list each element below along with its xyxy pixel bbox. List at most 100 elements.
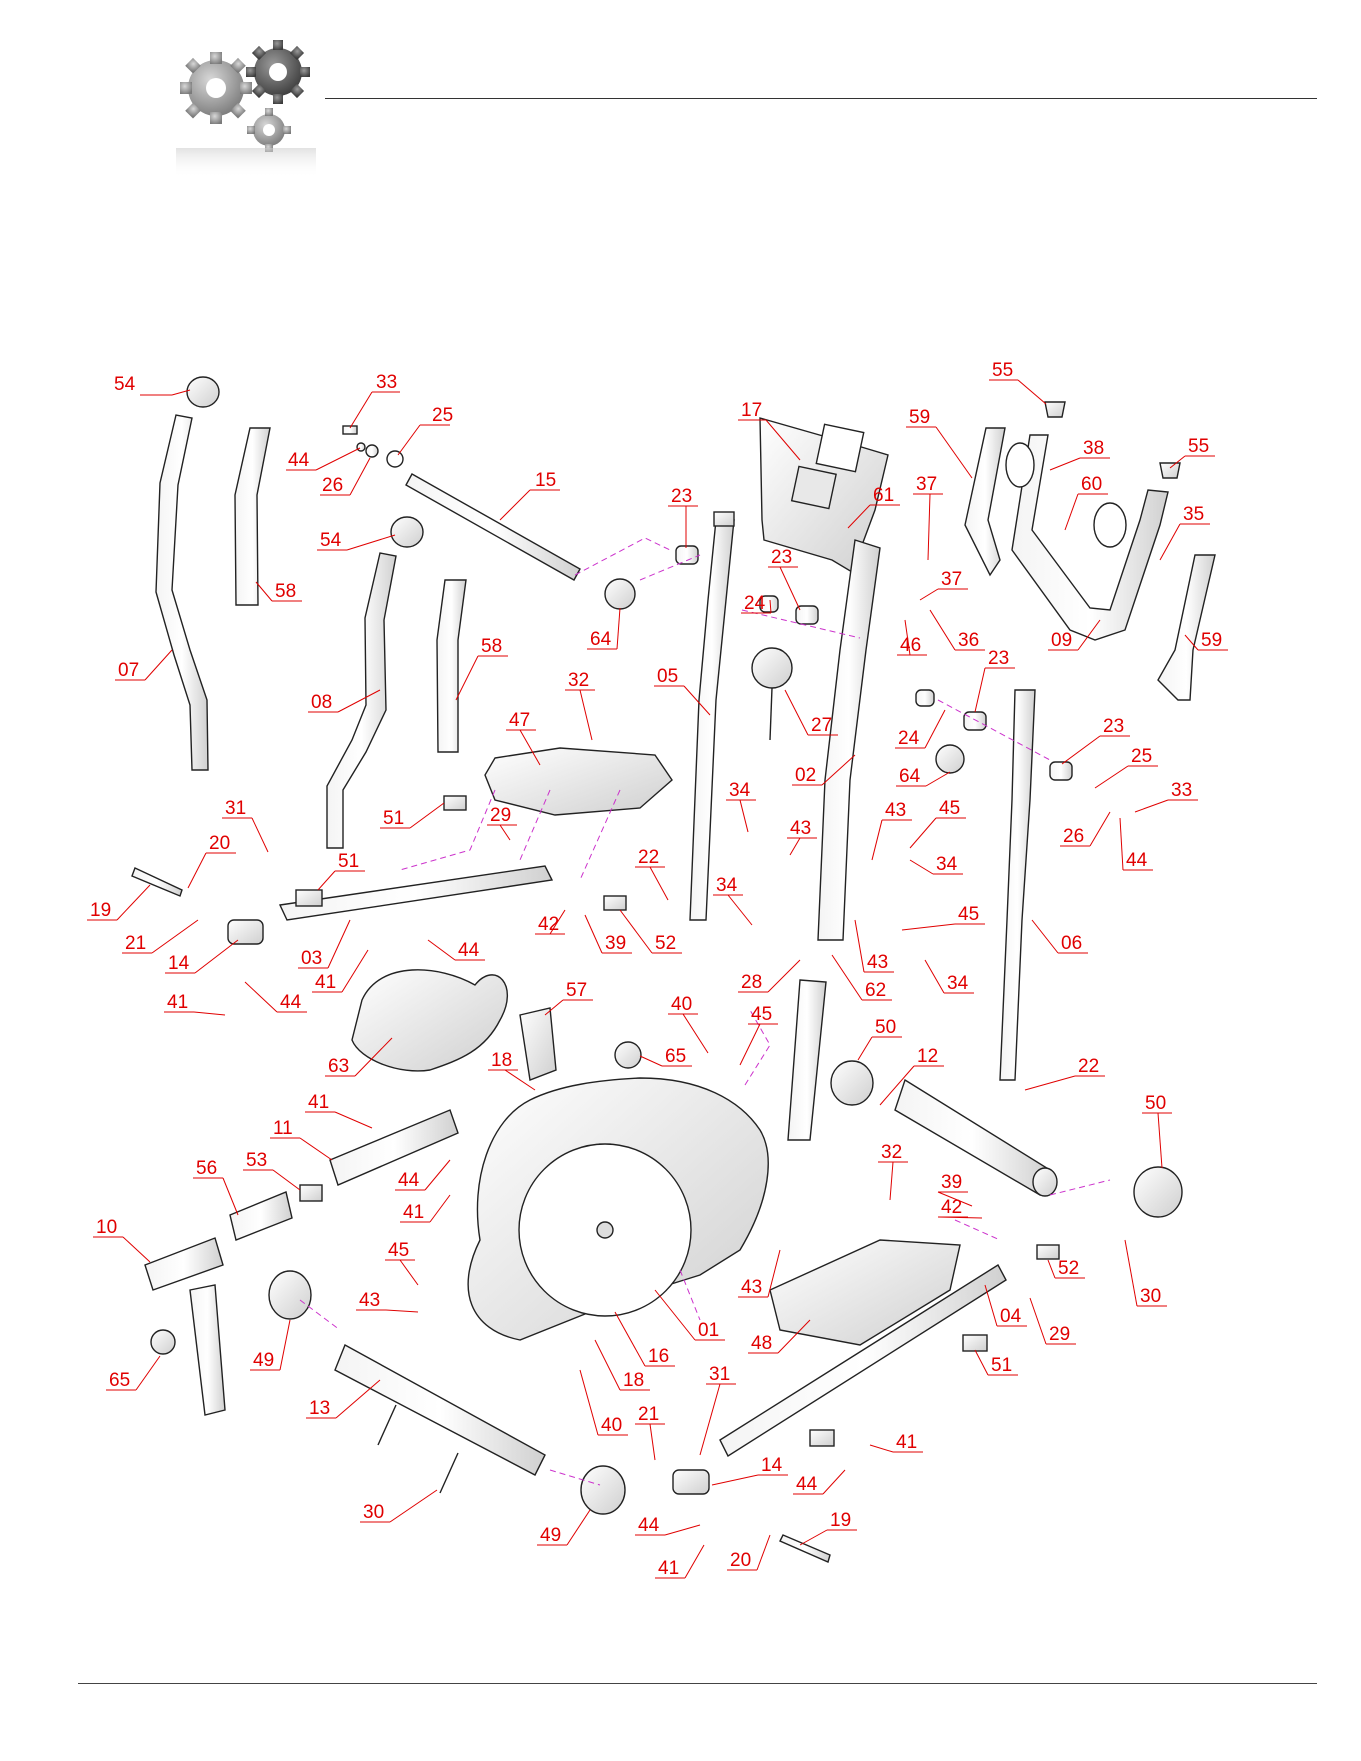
svg-text:64: 64: [899, 766, 921, 787]
label-21: 21: [122, 919, 199, 954]
label-61: 61: [847, 485, 900, 529]
svg-text:38: 38: [1083, 438, 1104, 459]
svg-text:24: 24: [744, 593, 766, 614]
label-49-2: 49: [537, 1509, 591, 1546]
svg-text:37: 37: [916, 474, 937, 495]
svg-text:30: 30: [1140, 1286, 1161, 1307]
svg-text:23: 23: [671, 486, 692, 507]
part-14-connector: [227, 919, 264, 945]
part-54-cap: [186, 376, 220, 408]
label-44-3: 44: [427, 939, 485, 961]
svg-text:08: 08: [311, 692, 332, 713]
part-09-handle-frame: [1011, 434, 1169, 641]
svg-text:40: 40: [671, 994, 692, 1015]
label-22-2: 22: [1024, 1056, 1105, 1091]
label-30-2: 30: [360, 1489, 438, 1523]
label-29: 29: [487, 805, 517, 841]
svg-text:43: 43: [885, 800, 906, 821]
label-18-2: 18: [594, 1339, 650, 1391]
label-50-2: 50: [1142, 1093, 1172, 1169]
svg-text:41: 41: [403, 1202, 424, 1223]
part-53-cap: [299, 1184, 323, 1202]
part-44-washer: [356, 442, 366, 452]
label-51: 51: [380, 802, 445, 829]
part-60-sensor-2: [1093, 502, 1127, 548]
svg-text:45: 45: [388, 1240, 409, 1261]
label-34-4: 34: [924, 959, 974, 994]
part-23-bushing: [675, 545, 699, 565]
label-43: 43: [787, 818, 817, 856]
svg-text:02: 02: [795, 765, 816, 786]
label-08: 08: [308, 689, 381, 713]
part-06-swing-arm: [999, 689, 1036, 1081]
svg-text:28: 28: [741, 972, 762, 993]
label-45-4: 45: [385, 1240, 419, 1286]
svg-text:32: 32: [568, 670, 589, 691]
label-39: 39: [584, 914, 632, 954]
label-55: 55: [989, 360, 1047, 405]
label-48: 48: [748, 1319, 811, 1354]
svg-text:21: 21: [638, 1404, 659, 1425]
label-51-2: 51: [317, 851, 365, 891]
svg-text:57: 57: [566, 980, 587, 1001]
part-23-bushing-2: [795, 605, 819, 625]
part-50-wheel-2: [1133, 1166, 1183, 1218]
svg-text:23: 23: [1103, 716, 1124, 737]
label-50: 50: [857, 1017, 902, 1061]
svg-text:27: 27: [811, 715, 832, 736]
label-34-2: 34: [909, 854, 963, 875]
label-45-2: 45: [901, 904, 985, 931]
part-52-end-cap: [603, 895, 627, 911]
svg-text:12: 12: [917, 1046, 938, 1067]
svg-text:49: 49: [253, 1350, 274, 1371]
label-40: 40: [668, 994, 709, 1054]
svg-text:23: 23: [988, 648, 1009, 669]
label-24-2: 24: [895, 709, 946, 749]
gear-dark-icon: [246, 40, 310, 104]
svg-text:18: 18: [623, 1370, 644, 1391]
label-30: 30: [1124, 1239, 1167, 1307]
part-24-bushing: [759, 595, 779, 613]
label-31: 31: [222, 798, 269, 853]
label-22: 22: [635, 847, 669, 901]
part-23-bushing-4: [1049, 761, 1073, 781]
part-27-cable: [769, 687, 773, 741]
label-65-2: 65: [106, 1355, 161, 1391]
label-23-3: 23: [974, 648, 1015, 713]
svg-text:45: 45: [939, 798, 960, 819]
label-13: 13: [306, 1379, 381, 1419]
part-55-cap: [1044, 401, 1066, 418]
label-52: 52: [619, 909, 682, 954]
label-09: 09: [1048, 619, 1101, 651]
svg-text:44: 44: [796, 1474, 818, 1495]
label-24: 24: [741, 593, 772, 614]
svg-text:18: 18: [491, 1050, 512, 1071]
svg-text:65: 65: [665, 1046, 686, 1067]
label-28: 28: [738, 959, 801, 993]
svg-text:41: 41: [896, 1432, 917, 1453]
label-19: 19: [87, 884, 151, 921]
label-65: 65: [639, 1046, 692, 1067]
label-14: 14: [165, 939, 239, 974]
label-43-2: 43: [871, 800, 912, 861]
part-51-block: [809, 1429, 835, 1447]
label-39-2: 39: [937, 1172, 973, 1207]
part-47-pedal: [484, 747, 673, 816]
label-53: 53: [243, 1150, 301, 1191]
svg-text:51: 51: [991, 1355, 1012, 1376]
part-labels: 54 33 25 44 26 15 17 55 59 38 55 23 61 3…: [87, 360, 1228, 1579]
svg-text:36: 36: [958, 630, 979, 651]
label-18: 18: [488, 1050, 536, 1091]
svg-text:34: 34: [716, 875, 738, 896]
label-15: 15: [499, 470, 560, 521]
label-16: 16: [614, 1311, 675, 1367]
label-41-4: 41: [400, 1194, 451, 1223]
part-59-handle: [964, 427, 1006, 577]
part-49-wheel-2: [580, 1465, 626, 1515]
label-37-2: 37: [919, 569, 968, 601]
parts-drawing: [131, 376, 1216, 1563]
label-20-2: 20: [727, 1534, 771, 1571]
svg-text:44: 44: [1126, 850, 1148, 871]
label-27: 27: [784, 689, 838, 736]
svg-text:35: 35: [1183, 504, 1204, 525]
